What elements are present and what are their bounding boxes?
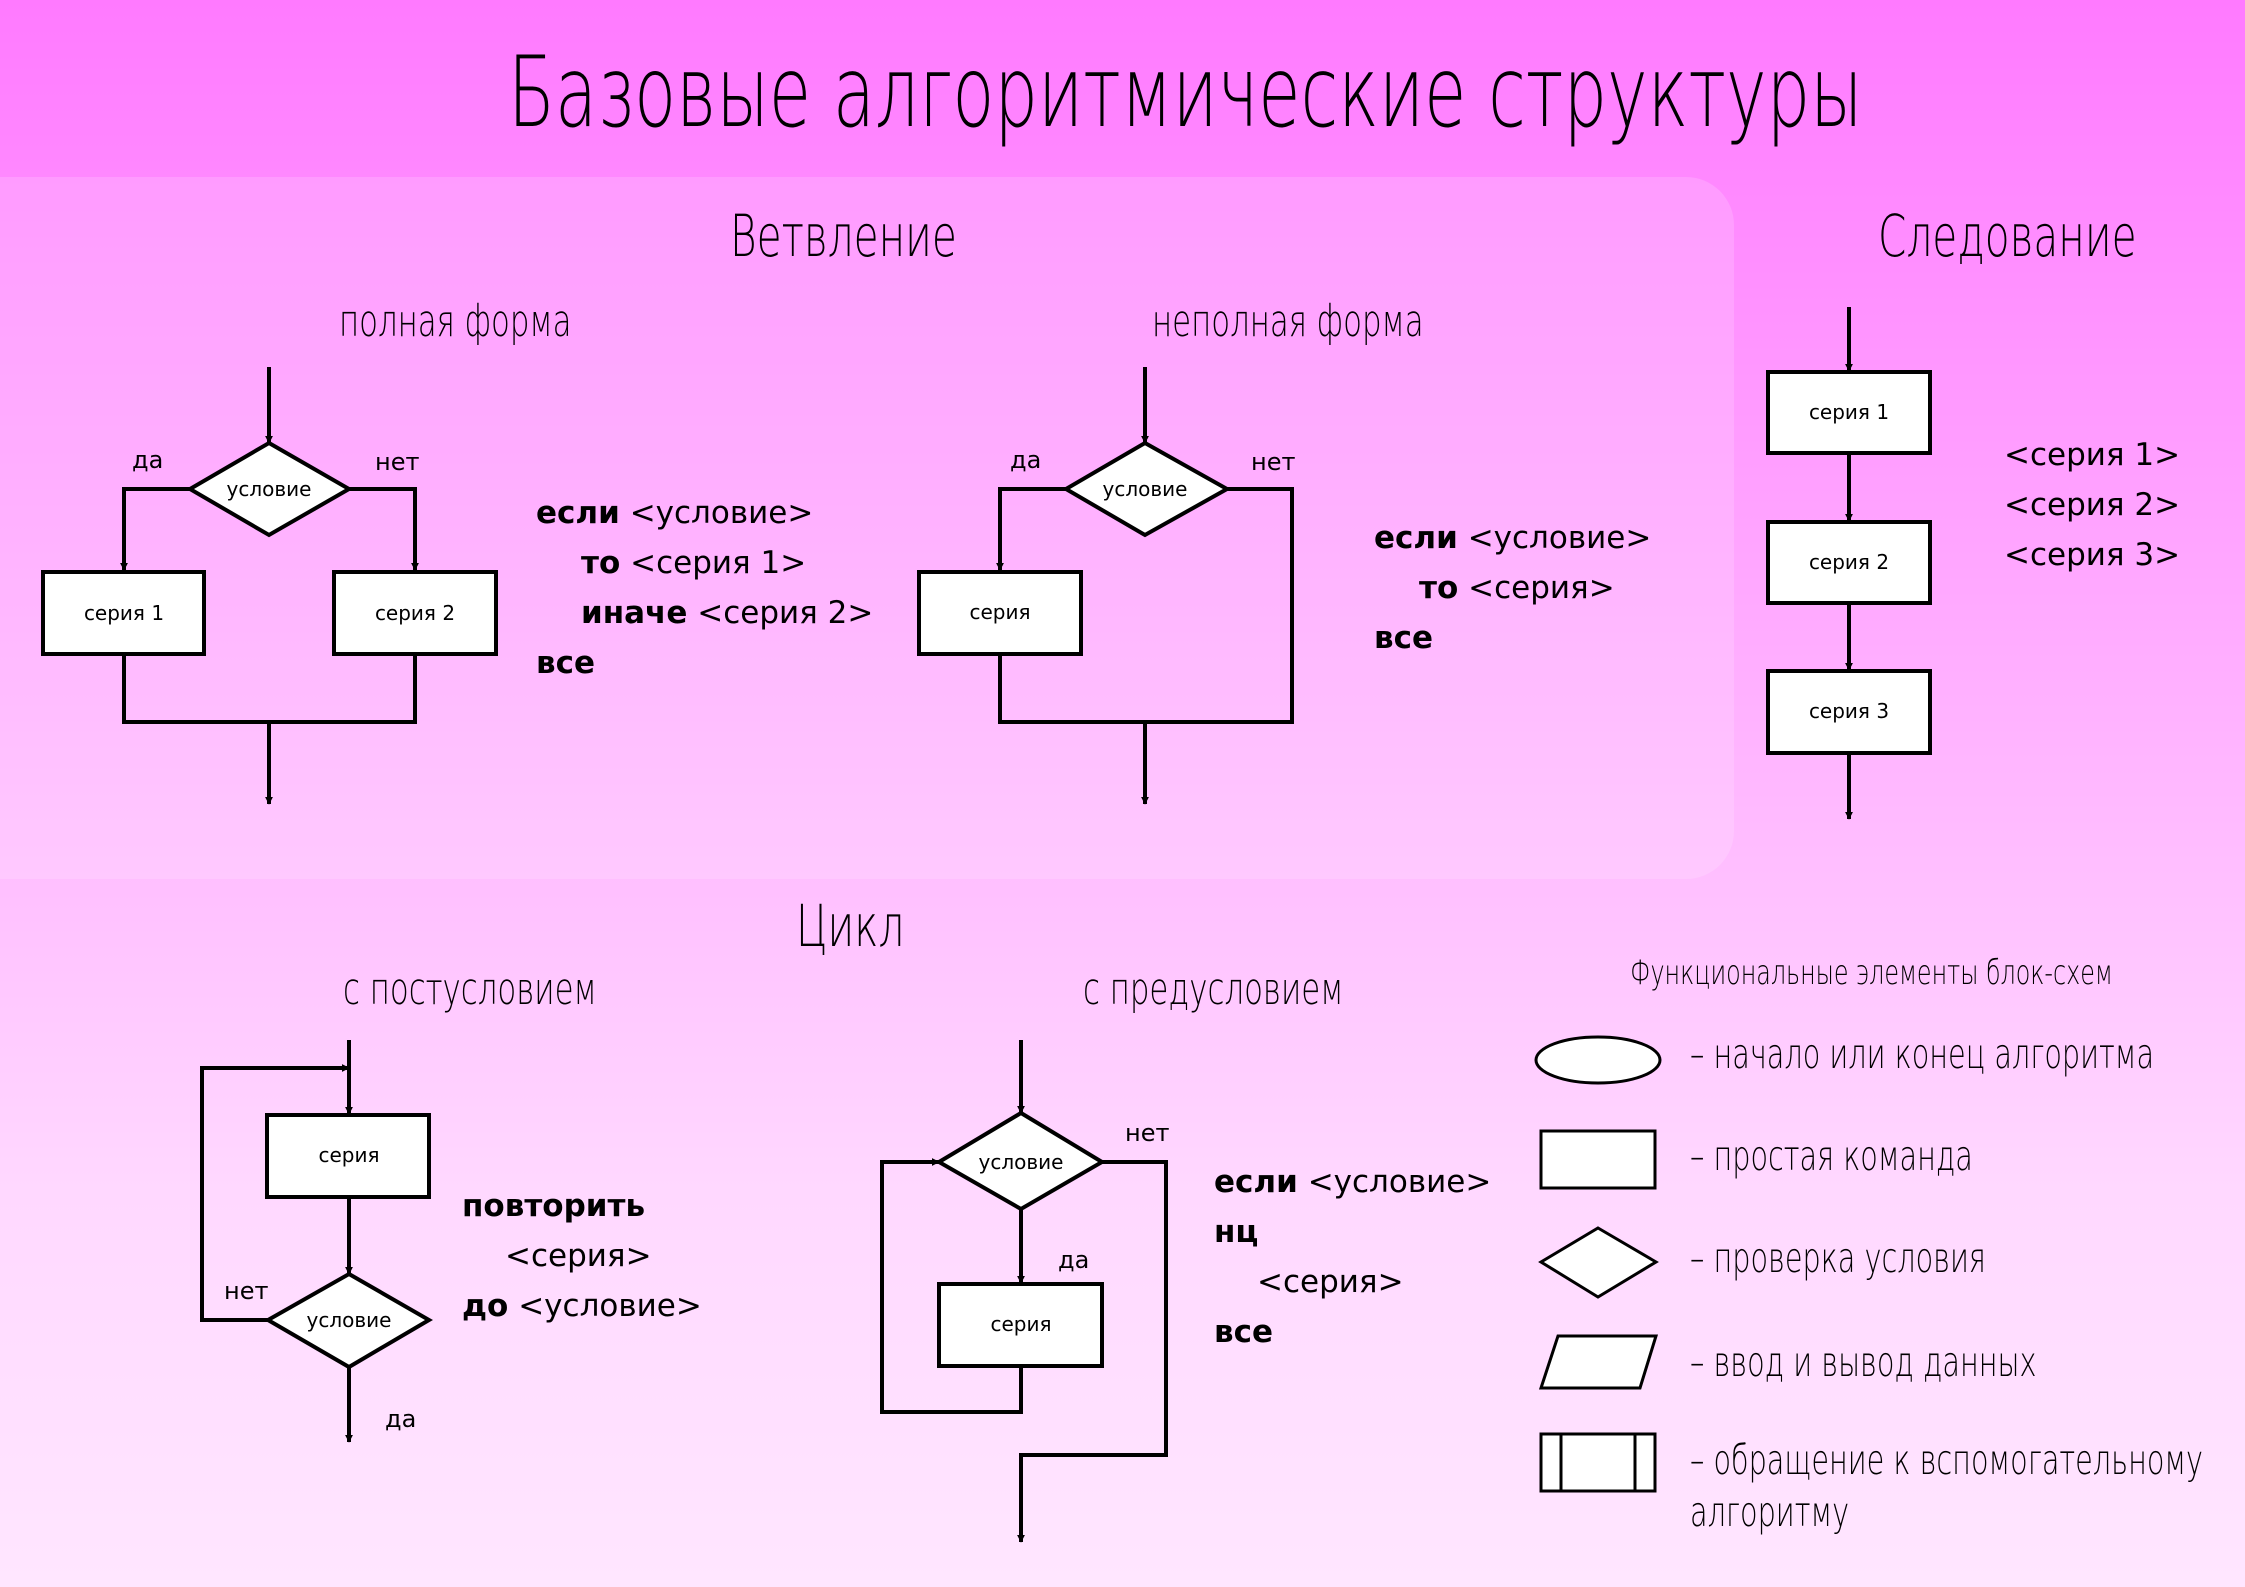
pre-yes-label: да	[1058, 1246, 1089, 1274]
partial-form-code: если <условие> то <серия> все	[1374, 520, 1652, 656]
loop-heading: Цикл	[796, 892, 905, 960]
diamond-icon	[1538, 1226, 1659, 1299]
legend-title: Функциональные элементы блок-схем	[1630, 953, 2113, 993]
partial-yes-label: да	[1010, 446, 1041, 474]
parallelogram-icon	[1538, 1334, 1659, 1390]
partial-series-box	[917, 570, 1083, 656]
post-series-box	[265, 1113, 431, 1199]
full-form-code: если <условие> то <серия 1> иначе <серия…	[536, 495, 874, 681]
page-title: Базовые алгоритмические структуры	[508, 36, 1863, 150]
partial-condition-diamond	[1062, 440, 1232, 538]
branching-heading: Ветвление	[730, 202, 957, 270]
ellipse-icon	[1534, 1035, 1662, 1085]
partial-form-subtitle: неполная форма	[1152, 296, 1424, 347]
postcondition-code: повторить <серия> до <условие>	[462, 1188, 702, 1324]
full-series1-label: серия 1	[84, 601, 164, 625]
precondition-code: если <условие> нц <серия> все	[1214, 1164, 1492, 1350]
pre-series-label: серия	[990, 1312, 1051, 1336]
legend-item-start-end: – начало или конец алгоритма	[1690, 1030, 2155, 1078]
pre-no-label: нет	[1125, 1119, 1169, 1147]
partial-series-label: серия	[969, 600, 1030, 624]
sequence-series2-label: серия 2	[1809, 550, 1889, 574]
full-series2-label: серия 2	[375, 601, 455, 625]
pre-condition-diamond	[935, 1110, 1106, 1212]
full-no-label: нет	[375, 448, 419, 476]
full-form-subtitle: полная форма	[339, 296, 572, 347]
legend-item-condition: – проверка условия	[1690, 1234, 1986, 1282]
postcondition-subtitle: с постусловием	[343, 964, 597, 1015]
subroutine-icon	[1539, 1432, 1657, 1493]
partial-cond-label: условие	[1103, 477, 1188, 501]
sequence-series3-label: серия 3	[1809, 699, 1889, 723]
full-condition-diamond	[186, 440, 354, 538]
sequence-code: <серия 1> <серия 2> <серия 3>	[2004, 437, 2181, 573]
sequence-series3-box	[1766, 669, 1932, 755]
partial-no-label: нет	[1251, 448, 1295, 476]
legend-item-command: – простая команда	[1690, 1132, 1973, 1180]
rectangle-icon	[1539, 1129, 1657, 1190]
full-yes-label: да	[132, 446, 163, 474]
full-series2-box	[332, 570, 498, 656]
branching-panel	[0, 177, 1734, 879]
post-no-label: нет	[224, 1277, 268, 1305]
pre-series-box	[937, 1282, 1104, 1368]
post-cond-label: условие	[307, 1308, 392, 1332]
post-condition-diamond	[263, 1271, 433, 1370]
post-yes-label: да	[385, 1405, 416, 1433]
sequence-series1-label: серия 1	[1809, 400, 1889, 424]
legend-item-io: – ввод и вывод данных	[1690, 1338, 2037, 1386]
pre-cond-label: условие	[979, 1150, 1064, 1174]
full-series1-box	[41, 570, 206, 656]
legend-item-subroutine: – обращение к вспомогательному	[1690, 1436, 2204, 1484]
sequence-series2-box	[1766, 520, 1932, 605]
post-series-label: серия	[318, 1143, 379, 1167]
sequence-heading: Следование	[1878, 202, 2137, 270]
sequence-series1-box	[1766, 370, 1932, 455]
precondition-subtitle: с предусловием	[1083, 964, 1344, 1015]
legend-item-subroutine-cont: алгоритму	[1690, 1488, 1850, 1536]
full-cond-label: условие	[227, 477, 312, 501]
